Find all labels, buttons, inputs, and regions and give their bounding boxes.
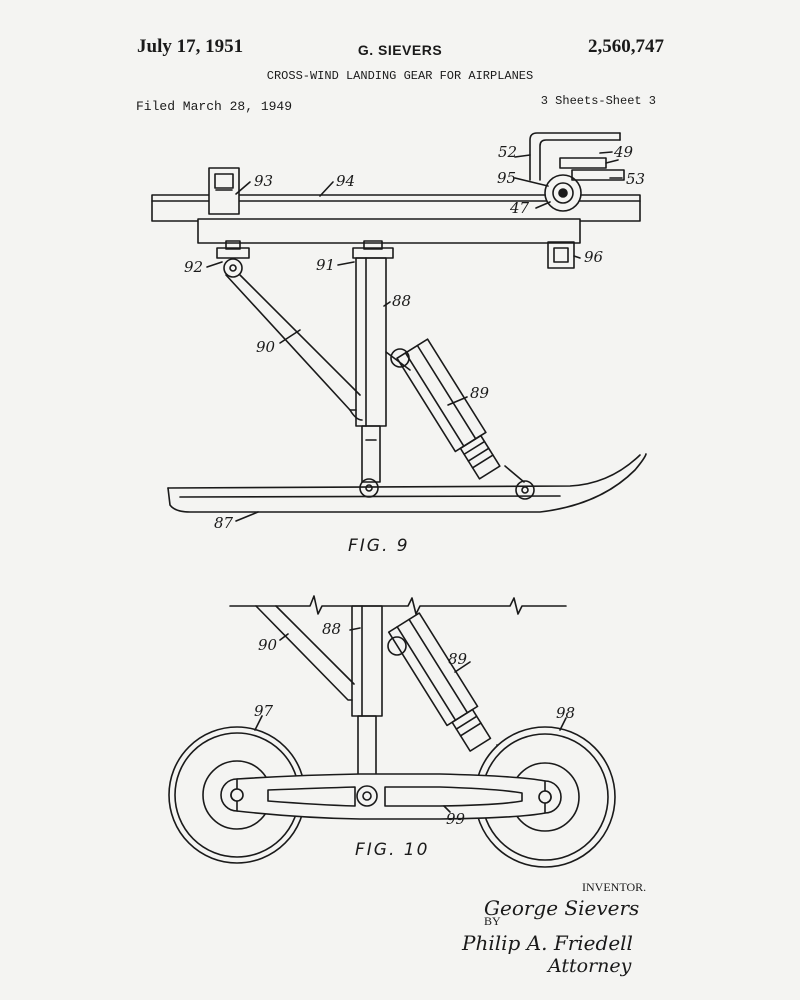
ref-47: 47 bbox=[509, 199, 530, 217]
patent-title: CROSS-WIND LANDING GEAR FOR AIRPLANES bbox=[266, 69, 534, 83]
ref-49: 49 bbox=[613, 143, 634, 161]
ref-95: 95 bbox=[497, 169, 516, 187]
by-label: BY bbox=[484, 914, 501, 928]
ref-91: 91 bbox=[316, 256, 335, 274]
ref-93: 93 bbox=[254, 172, 273, 190]
fig10-label: FIG. 10 bbox=[355, 840, 429, 860]
fig9-drawing bbox=[151, 132, 647, 522]
ref-53: 53 bbox=[626, 170, 645, 188]
fig10-drawing bbox=[168, 595, 616, 868]
ref-90: 90 bbox=[256, 338, 276, 356]
ref-92: 92 bbox=[184, 258, 203, 276]
ref-99: 99 bbox=[446, 810, 466, 828]
ref-89: 89 bbox=[470, 384, 490, 402]
attorney-signature: Philip A. Friedell bbox=[461, 931, 633, 955]
ref-90-fig10: 90 bbox=[258, 636, 278, 654]
ref-97: 97 bbox=[254, 702, 274, 720]
ref-89-fig10: 89 bbox=[448, 650, 468, 668]
inventor-name: G. SIEVERS bbox=[357, 42, 443, 58]
attorney-label: Attorney bbox=[546, 955, 632, 977]
ref-88-fig10: 88 bbox=[322, 620, 341, 638]
ref-87: 87 bbox=[214, 514, 234, 532]
ref-98: 98 bbox=[556, 704, 575, 722]
ref-94: 94 bbox=[336, 172, 355, 190]
ref-88: 88 bbox=[392, 292, 411, 310]
ref-96: 96 bbox=[584, 248, 604, 266]
sheet-count: 3 Sheets-Sheet 3 bbox=[540, 94, 656, 108]
patent-number: 2,560,747 bbox=[588, 36, 664, 57]
inventor-label: INVENTOR. bbox=[582, 880, 646, 894]
ref-52: 52 bbox=[498, 143, 517, 161]
patent-date: July 17, 1951 bbox=[137, 36, 244, 57]
fig9-label: FIG. 9 bbox=[348, 536, 410, 556]
filed-date: Filed March 28, 1949 bbox=[136, 99, 293, 114]
inventor-signature: George Sievers bbox=[484, 896, 639, 920]
